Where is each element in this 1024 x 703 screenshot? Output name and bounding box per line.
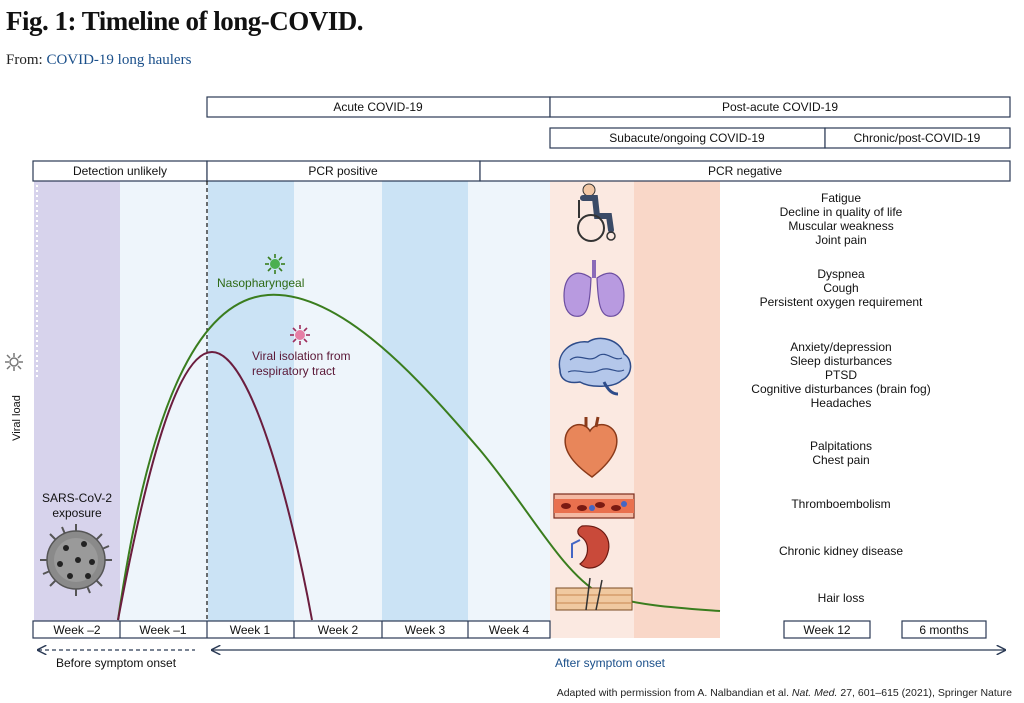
organ-icons	[553, 183, 635, 611]
credit-suffix: 27, 601–615 (2021), Springer Nature	[837, 687, 1012, 699]
onset-timeline: Before symptom onset After symptom onset	[38, 650, 1005, 670]
symptom-line: Headaches	[811, 396, 872, 410]
week-label-minus-1: Week –1	[139, 623, 186, 637]
week-label-1: Week 1	[230, 623, 271, 637]
band-subacute-light	[550, 181, 634, 638]
from-label: From:	[6, 52, 43, 68]
pcr-negative-box	[479, 160, 1011, 182]
band-week-2	[294, 181, 382, 621]
band-week-3	[382, 181, 468, 621]
resp-label-line2: respiratory tract	[252, 364, 336, 378]
exposure-label-line2: exposure	[52, 506, 102, 520]
week-label-minus-2: Week –2	[53, 623, 100, 637]
symptom-line: PTSD	[825, 368, 857, 382]
respiratory-curve	[117, 350, 313, 621]
pcr-negative-label: PCR negative	[708, 164, 782, 178]
wheelchair-icon	[577, 183, 616, 242]
figure-source: From: COVID-19 long haulers	[6, 52, 191, 69]
kidney-icon	[571, 525, 610, 569]
symptom-line: Dyspnea	[817, 267, 865, 281]
heart-icon	[564, 416, 618, 478]
symptom-line: Chronic kidney disease	[779, 544, 903, 558]
figure-title: Fig. 1: Timeline of long-COVID.	[6, 6, 364, 36]
after-label: After symptom onset	[555, 656, 666, 670]
symptom-line: Sleep disturbances	[790, 354, 892, 368]
detection-row: Detection unlikely PCR positive PCR nega…	[32, 160, 1011, 182]
band-week-minus-1	[120, 181, 208, 621]
credit-prefix: Adapted with permission from A. Nalbandi…	[556, 687, 792, 699]
post-acute-label: Post-acute COVID-19	[722, 100, 838, 114]
period-bands	[34, 181, 720, 638]
exposure-label-line1: SARS-CoV-2	[42, 491, 112, 505]
week-12-box	[783, 620, 871, 639]
brain-icon	[558, 337, 632, 396]
six-months-box	[901, 620, 987, 639]
band-subacute	[634, 181, 720, 638]
symptom-line: Muscular weakness	[788, 219, 893, 233]
chronic-box	[824, 127, 1011, 149]
chronic-label: Chronic/post-COVID-19	[854, 131, 981, 145]
resp-virus-icon	[290, 325, 310, 345]
naso-label: Nasopharyngeal	[217, 276, 304, 290]
credit-journal: Nat. Med.	[791, 687, 838, 699]
before-label: Before symptom onset	[56, 656, 177, 670]
week-axis: Week –2 Week –1 Week 1 Week 2 Week 3 Wee…	[32, 620, 987, 639]
pcr-positive-label: PCR positive	[308, 164, 378, 178]
symptom-line: Fatigue	[821, 191, 861, 205]
coronavirus-icon	[40, 524, 112, 596]
symptom-line: Decline in quality of life	[780, 205, 903, 219]
symptom-line: Joint pain	[815, 233, 866, 247]
band-week-1	[208, 181, 294, 621]
subacute-label: Subacute/ongoing COVID-19	[609, 131, 765, 145]
symptom-line: Cough	[823, 281, 858, 295]
figure-credit: Adapted with permission from A. Nalbandi…	[557, 687, 1012, 699]
symptom-line: Chest pain	[812, 453, 869, 467]
virus-small-icon	[5, 353, 23, 371]
week-label-6-months: 6 months	[919, 623, 968, 637]
symptom-line: Persistent oxygen requirement	[760, 295, 923, 309]
blood-vessel-icon	[553, 493, 635, 519]
hair-follicle-icon	[555, 577, 633, 611]
phase-header: Acute COVID-19 Post-acute COVID-19 Subac…	[206, 96, 1011, 149]
week-label-12: Week 12	[803, 623, 850, 637]
detection-unlikely-label: Detection unlikely	[73, 164, 167, 178]
symptom-line: Anxiety/depression	[790, 340, 891, 354]
naso-virus-icon	[265, 254, 285, 274]
symptom-line: Thromboembolism	[791, 497, 890, 511]
symptom-line: Hair loss	[818, 591, 865, 605]
post-acute-box	[549, 96, 1011, 118]
y-axis-label: Viral load	[11, 395, 23, 441]
week-label-3: Week 3	[405, 623, 446, 637]
symptom-line: Cognitive disturbances (brain fog)	[751, 382, 930, 396]
week-label-2: Week 2	[318, 623, 359, 637]
band-week-4	[468, 181, 550, 621]
source-link[interactable]: COVID-19 long haulers	[46, 52, 192, 68]
acute-label: Acute COVID-19	[333, 100, 423, 114]
week-label-4: Week 4	[489, 623, 530, 637]
resp-label-line1: Viral isolation from	[252, 349, 350, 363]
symptom-line: Palpitations	[810, 439, 872, 453]
lungs-icon	[563, 260, 625, 317]
y-axis: Viral load	[5, 353, 23, 441]
